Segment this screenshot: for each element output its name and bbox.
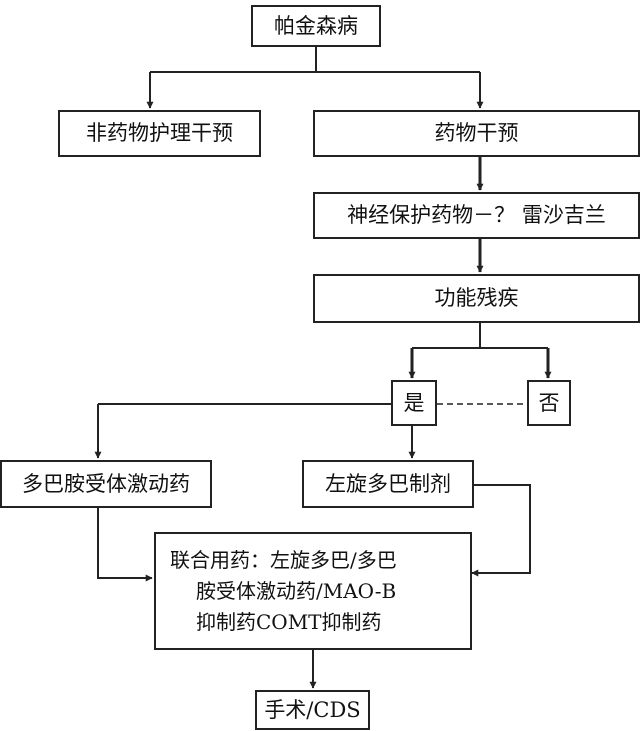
node-combination-therapy: 联合用药：左旋多巴/多巴 胺受体激动药/MAO-B 抑制药COMT抑制药 (154, 532, 472, 650)
node-functional-disability: 功能残疾 (313, 274, 640, 323)
node-yes: 是 (391, 380, 437, 426)
node-levodopa: 左旋多巴制剂 (302, 460, 474, 508)
node-non-drug-care: 非药物护理干预 (58, 110, 261, 157)
combination-line-1: 联合用药：左旋多巴/多巴 (170, 547, 397, 572)
node-no: 否 (527, 380, 571, 426)
node-surgery: 手术/CDS (255, 690, 370, 730)
combination-line-2: 胺受体激动药/MAO-B (196, 578, 397, 603)
node-neuroprotective: 神经保护药物－？ 雷沙吉兰 (313, 192, 640, 239)
combination-line-3: 抑制药COMT抑制药 (196, 609, 382, 634)
node-dopamine-agonist: 多巴胺受体激动药 (0, 460, 212, 508)
node-parkinsons: 帕金森病 (251, 5, 381, 47)
edge-agonist-to-combo (97, 508, 153, 582)
node-drug-intervention: 药物干预 (313, 110, 640, 157)
edge-levodopa-to-combo (471, 484, 531, 577)
